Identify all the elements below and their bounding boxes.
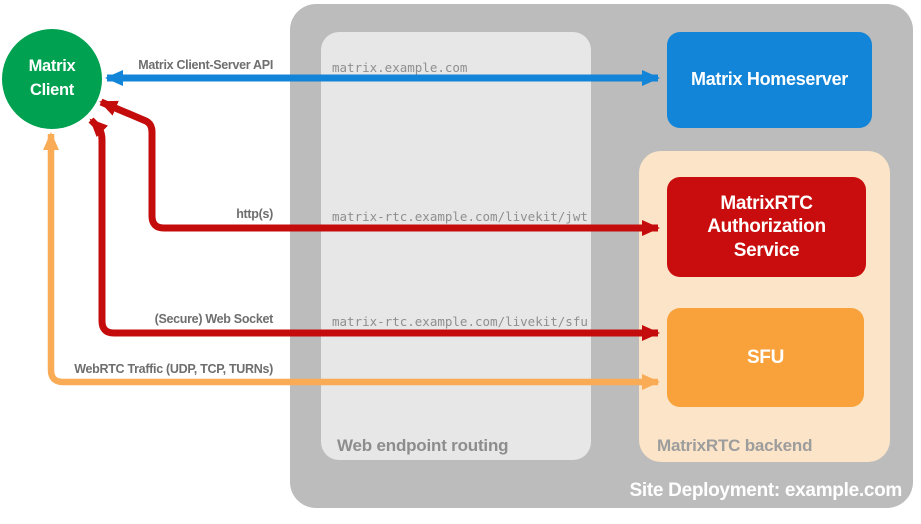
sfu-node: SFU (667, 308, 864, 407)
websocket-arrow-label: (Secure) Web Socket (154, 312, 274, 326)
web-endpoint-routing-container (321, 32, 591, 460)
matrixrtc-backend-label: MatrixRTC backend (657, 436, 813, 455)
endpoint-livekit-jwt-url: matrix-rtc.example.com/livekit/jwt (332, 209, 588, 224)
web-endpoint-routing-label: Web endpoint routing (337, 436, 509, 455)
endpoint-homeserver-url: matrix.example.com (332, 60, 468, 75)
client-server-api-arrow-label: Matrix Client-Server API (138, 58, 273, 72)
matrix-client-label: Matrix Client (28, 57, 76, 99)
matrix-homeserver-node: Matrix Homeserver (667, 32, 872, 128)
matrixrtc-authorization-service-node: MatrixRTC Authorization Service (667, 177, 866, 277)
matrix-client-node: Matrix Client (2, 29, 102, 129)
matrix-homeserver-label: Matrix Homeserver (691, 69, 848, 90)
https-arrow-label: http(s) (236, 207, 273, 221)
sfu-label: SFU (746, 346, 785, 368)
endpoint-livekit-sfu-url: matrix-rtc.example.com/livekit/sfu (332, 314, 588, 329)
matrixrtc-authorization-service-label: MatrixRTC Authorization Service (707, 193, 826, 261)
webrtc-arrow-label: WebRTC Traffic (UDP, TCP, TURNs) (74, 362, 273, 376)
site-deployment-label: Site Deployment: example.com (629, 480, 903, 501)
